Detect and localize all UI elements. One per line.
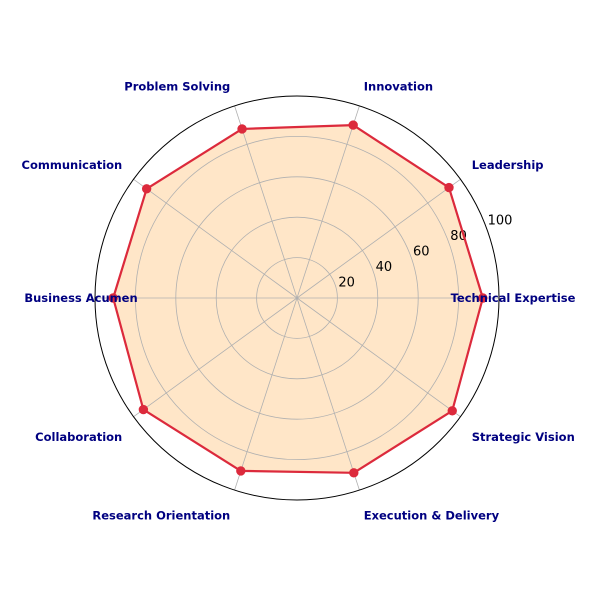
grid-spoke xyxy=(296,178,461,299)
data-point xyxy=(108,293,118,303)
data-point xyxy=(349,468,359,478)
category-label: Execution & Delivery xyxy=(364,508,500,522)
category-label: Communication xyxy=(22,158,123,172)
r-tick-label: 20 xyxy=(338,276,355,291)
data-point xyxy=(236,466,246,476)
grid-spoke xyxy=(234,297,298,491)
data-point xyxy=(444,182,454,193)
category-label: Strategic Vision xyxy=(472,430,575,444)
category-label: Problem Solving xyxy=(124,80,230,94)
category-label: Innovation xyxy=(364,80,433,94)
category-label: Collaboration xyxy=(35,430,122,444)
grid-spoke xyxy=(133,297,298,418)
category-label: Technical Expertise xyxy=(451,291,576,305)
data-point xyxy=(447,406,457,416)
category-label: Research Orientation xyxy=(92,508,230,522)
outer-frame xyxy=(94,95,500,501)
data-point xyxy=(138,404,149,415)
r-tick-label: 40 xyxy=(376,260,393,275)
data-point xyxy=(348,120,358,130)
data-point xyxy=(141,184,152,194)
category-label: Business Acumen xyxy=(24,291,137,305)
data-point xyxy=(478,293,488,303)
category-label: Leadership xyxy=(472,158,544,172)
grid-spoke xyxy=(234,105,298,299)
grid-spoke xyxy=(296,297,360,491)
grid-spoke xyxy=(133,178,298,299)
grid-spoke xyxy=(296,297,461,418)
r-tick-label: 100 xyxy=(488,214,513,229)
grid-spoke xyxy=(296,105,360,299)
data-point xyxy=(237,124,247,134)
r-tick-label: 60 xyxy=(413,245,430,260)
